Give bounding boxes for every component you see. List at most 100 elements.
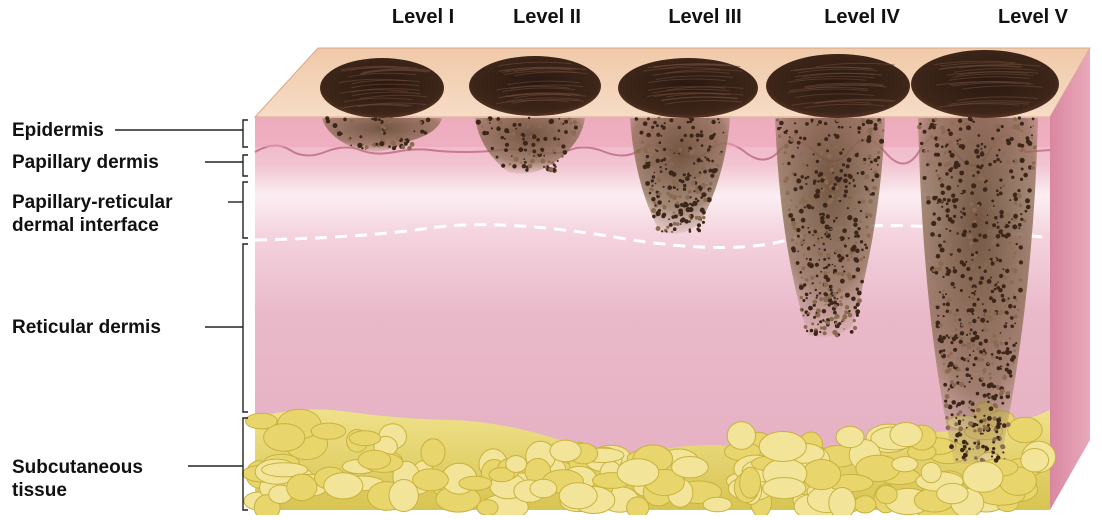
pigment-dot bbox=[972, 363, 975, 366]
pigment-dot bbox=[815, 289, 817, 291]
pigment-dot bbox=[942, 294, 944, 296]
pigment-dot bbox=[827, 154, 832, 159]
pigment-dot bbox=[947, 242, 949, 244]
pigment-dot bbox=[690, 196, 692, 198]
pigment-dot bbox=[972, 208, 977, 213]
pigment-dot bbox=[948, 217, 953, 222]
pigment-dot bbox=[1004, 305, 1006, 307]
pigment-dot bbox=[948, 132, 953, 137]
pigment-dot bbox=[990, 277, 992, 279]
pigment-dot bbox=[824, 179, 828, 183]
pigment-dot bbox=[839, 151, 842, 154]
pigment-dot bbox=[817, 180, 820, 183]
pigment-dot bbox=[958, 227, 961, 230]
pigment-dot bbox=[397, 136, 401, 140]
pigment-dot bbox=[866, 138, 871, 143]
pigment-dot bbox=[988, 208, 990, 210]
pigment-dot bbox=[961, 357, 965, 361]
pigment-dot bbox=[683, 173, 686, 176]
pigment-dot bbox=[847, 258, 850, 261]
pigment-dot bbox=[1003, 230, 1007, 234]
pigment-dot bbox=[680, 139, 683, 142]
pigment-dot bbox=[991, 262, 995, 266]
pigment-dot bbox=[793, 226, 797, 230]
pigment-dot bbox=[926, 163, 929, 166]
pigment-dot bbox=[817, 240, 821, 244]
pigment-dot bbox=[837, 197, 841, 201]
pigment-dot bbox=[822, 319, 824, 321]
pigment-dot bbox=[998, 288, 1002, 292]
pigment-dot bbox=[981, 302, 983, 304]
pigment-dot bbox=[823, 243, 825, 245]
pigment-dot bbox=[874, 123, 878, 127]
pigment-dot bbox=[391, 135, 393, 137]
pigment-dot bbox=[808, 194, 813, 199]
pigment-dot bbox=[972, 344, 975, 347]
pigment-dot bbox=[797, 147, 799, 149]
fat-cell bbox=[287, 474, 317, 501]
pigment-dot bbox=[950, 232, 953, 235]
pigment-dot bbox=[872, 179, 875, 182]
pigment-dot bbox=[804, 325, 808, 329]
pigment-dot bbox=[848, 310, 850, 312]
pigment-dot bbox=[842, 148, 844, 150]
level-label-5: Level V bbox=[998, 6, 1068, 29]
pigment-dot bbox=[1032, 125, 1034, 127]
pigment-dot bbox=[994, 173, 998, 177]
pigment-dot bbox=[1008, 242, 1011, 245]
pigment-dot bbox=[858, 201, 861, 204]
pigment-dot bbox=[865, 246, 868, 249]
pigment-dot bbox=[963, 230, 967, 234]
pigment-dot bbox=[823, 292, 827, 296]
pigment-dot bbox=[983, 429, 985, 431]
pigment-dot bbox=[681, 180, 685, 184]
pigment-dot bbox=[961, 282, 966, 287]
pigment-dot bbox=[991, 144, 996, 149]
pigment-dot bbox=[830, 168, 834, 172]
pigment-dot bbox=[1006, 139, 1010, 143]
pigment-dot bbox=[953, 286, 955, 288]
pigment-dot bbox=[999, 192, 1003, 196]
pigment-dot bbox=[926, 196, 931, 201]
pigment-dot bbox=[669, 223, 673, 227]
pigment-dot bbox=[807, 227, 809, 229]
pigment-dot bbox=[1005, 269, 1009, 273]
pigment-dot bbox=[1013, 214, 1018, 219]
pigment-dot bbox=[788, 208, 791, 211]
pigment-dot bbox=[818, 259, 820, 261]
pigment-dot bbox=[979, 419, 983, 423]
pigment-dot bbox=[717, 164, 720, 167]
pigment-dot bbox=[383, 127, 386, 130]
pigment-dot bbox=[969, 333, 971, 335]
pigment-dot bbox=[995, 124, 1000, 129]
pigment-dot bbox=[992, 451, 995, 454]
pigment-dot bbox=[557, 160, 559, 162]
pigment-dot bbox=[986, 320, 989, 323]
pigment-dot bbox=[845, 305, 850, 310]
pigment-dot bbox=[839, 177, 842, 180]
fat-cell bbox=[854, 496, 876, 513]
pigment-dot bbox=[969, 202, 973, 206]
pigment-dot bbox=[920, 142, 923, 145]
pigment-dot bbox=[1000, 161, 1002, 163]
pigment-dot bbox=[991, 137, 994, 140]
pigment-dot bbox=[946, 267, 949, 270]
pigment-dot bbox=[984, 263, 988, 267]
pigment-dot bbox=[511, 141, 515, 145]
pigment-dot bbox=[1002, 284, 1006, 288]
pigment-dot bbox=[645, 162, 649, 166]
pigment-dot bbox=[962, 456, 965, 459]
pigment-dot bbox=[521, 118, 525, 122]
pigment-dot bbox=[849, 126, 851, 128]
pigment-dot bbox=[958, 179, 962, 183]
pigment-dot bbox=[841, 321, 843, 323]
pigment-dot bbox=[863, 257, 865, 259]
pigment-dot bbox=[702, 221, 705, 224]
pigment-dot bbox=[700, 196, 703, 199]
pigment-dot bbox=[1018, 124, 1020, 126]
pigment-dot bbox=[661, 135, 663, 137]
pigment-dot bbox=[997, 454, 999, 456]
pigment-dot bbox=[998, 357, 1002, 361]
pigment-dot bbox=[987, 401, 989, 403]
